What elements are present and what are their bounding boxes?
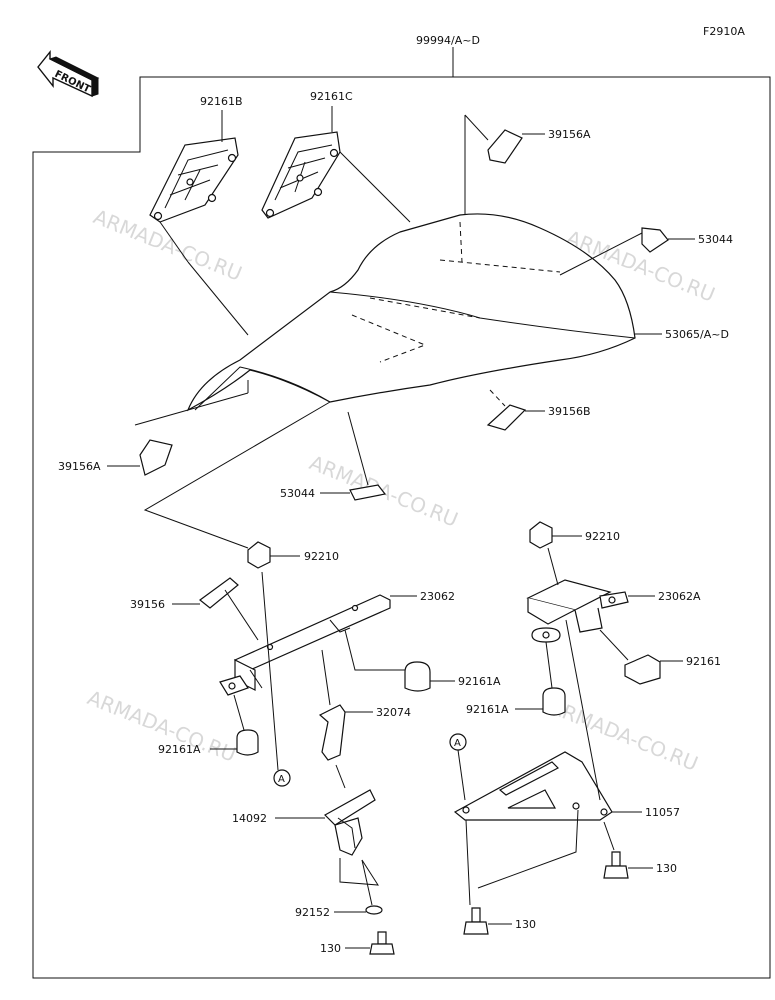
washer-92152 xyxy=(365,905,383,915)
front-arrow-icon: FRONT xyxy=(37,50,100,98)
callout-14092: 14092 xyxy=(232,812,267,825)
callout-92161A-left: 92161A xyxy=(158,743,201,756)
leader-39156A-top-diag xyxy=(464,114,489,141)
pad-39156A-top xyxy=(487,129,523,164)
assembly-label: 99994/A~D xyxy=(416,34,480,47)
callout-92161C: 92161C xyxy=(310,90,353,103)
callout-92161A-mid: 92161A xyxy=(458,675,501,688)
callout-32074: 32074 xyxy=(376,706,411,719)
leader-92161A-left-v xyxy=(233,694,245,731)
leader-92152-v xyxy=(361,859,373,906)
callout-39156B: 39156B xyxy=(548,405,591,418)
callout-92210-left: 92210 xyxy=(304,550,339,563)
watermark-3: ARMADA-CO.RU xyxy=(306,450,461,531)
assembly-frame xyxy=(32,76,771,979)
ref-marker-a2-label: A xyxy=(454,738,461,749)
leader-130-right-up xyxy=(603,821,615,851)
damper-92161A-left xyxy=(236,729,259,756)
callout-92152: 92152 xyxy=(295,906,330,919)
callout-92161: 92161 xyxy=(686,655,721,668)
callout-53044-mid: 53044 xyxy=(280,487,315,500)
callout-11057: 11057 xyxy=(645,806,680,819)
pad-39156 xyxy=(199,577,239,609)
leader-92161-diag xyxy=(599,629,629,661)
leader-32074-up xyxy=(321,649,331,706)
callout-92161B: 92161B xyxy=(200,95,243,108)
damper-92161A-mid xyxy=(404,661,431,692)
bolt-130-right xyxy=(603,851,629,879)
leader-14092-v xyxy=(335,764,346,789)
leader-a2 xyxy=(457,749,466,801)
callout-130-bottom: 130 xyxy=(320,942,341,955)
bolt-130-bottom xyxy=(369,931,395,955)
nut-92210-right xyxy=(529,521,553,549)
figure-code: F2910A xyxy=(703,25,745,38)
callout-53065: 53065/A~D xyxy=(665,328,729,341)
bracket-23062 xyxy=(219,594,391,696)
leader-23062-pin xyxy=(261,571,279,771)
callout-92210-right: 92210 xyxy=(585,530,620,543)
callout-53044-right: 53044 xyxy=(698,233,733,246)
callout-39156A-top: 39156A xyxy=(548,128,591,141)
cover-14092 xyxy=(324,789,376,856)
callout-23062A: 23062A xyxy=(658,590,701,603)
leader-39156B-dash xyxy=(489,389,506,407)
callout-39156A-left: 39156A xyxy=(58,460,101,473)
nut-92210-left xyxy=(247,541,271,569)
ref-marker-a1-label: A xyxy=(278,774,285,785)
plate-11057 xyxy=(453,751,613,821)
callout-130-mid: 130 xyxy=(515,918,536,931)
bracket-92161C xyxy=(261,131,341,219)
callout-130-right: 130 xyxy=(656,862,677,875)
clip-53044-right xyxy=(641,227,669,253)
leader-11057-up xyxy=(565,619,601,801)
callout-92161A-right: 92161A xyxy=(466,703,509,716)
leader-39156-diag xyxy=(224,589,259,641)
pad-39156A-left xyxy=(139,439,173,476)
leader-130-mid-path xyxy=(465,809,579,906)
bracket-23062A xyxy=(526,579,629,643)
leader-cowl-to-bracket xyxy=(143,401,331,549)
leader-92161A-right-v xyxy=(545,641,553,689)
leader-53044-right-diag xyxy=(559,232,643,276)
damper-92161A-right xyxy=(542,687,566,716)
leader-53044-mid-v xyxy=(347,411,369,486)
bolt-130-mid xyxy=(463,907,489,935)
callout-23062: 23062 xyxy=(420,590,455,603)
bracket-92161B xyxy=(149,137,239,223)
stay-32074 xyxy=(318,704,346,761)
leader-cowl-fwd xyxy=(159,221,189,263)
ref-marker-a1 xyxy=(273,769,291,787)
leader-cowl-top xyxy=(339,151,411,223)
clip-53044-mid xyxy=(349,484,387,501)
leader-cowl-left xyxy=(187,261,249,336)
damper-92161 xyxy=(624,654,661,685)
callout-39156: 39156 xyxy=(130,598,165,611)
leader-39156A-left-v xyxy=(134,380,249,426)
pad-39156B xyxy=(486,404,527,431)
leader-92161A-mid-path xyxy=(344,629,405,671)
leader-14092-bracket xyxy=(339,858,379,886)
leader-23062A-up xyxy=(547,547,559,586)
seat-cowl-53065 xyxy=(159,151,636,412)
